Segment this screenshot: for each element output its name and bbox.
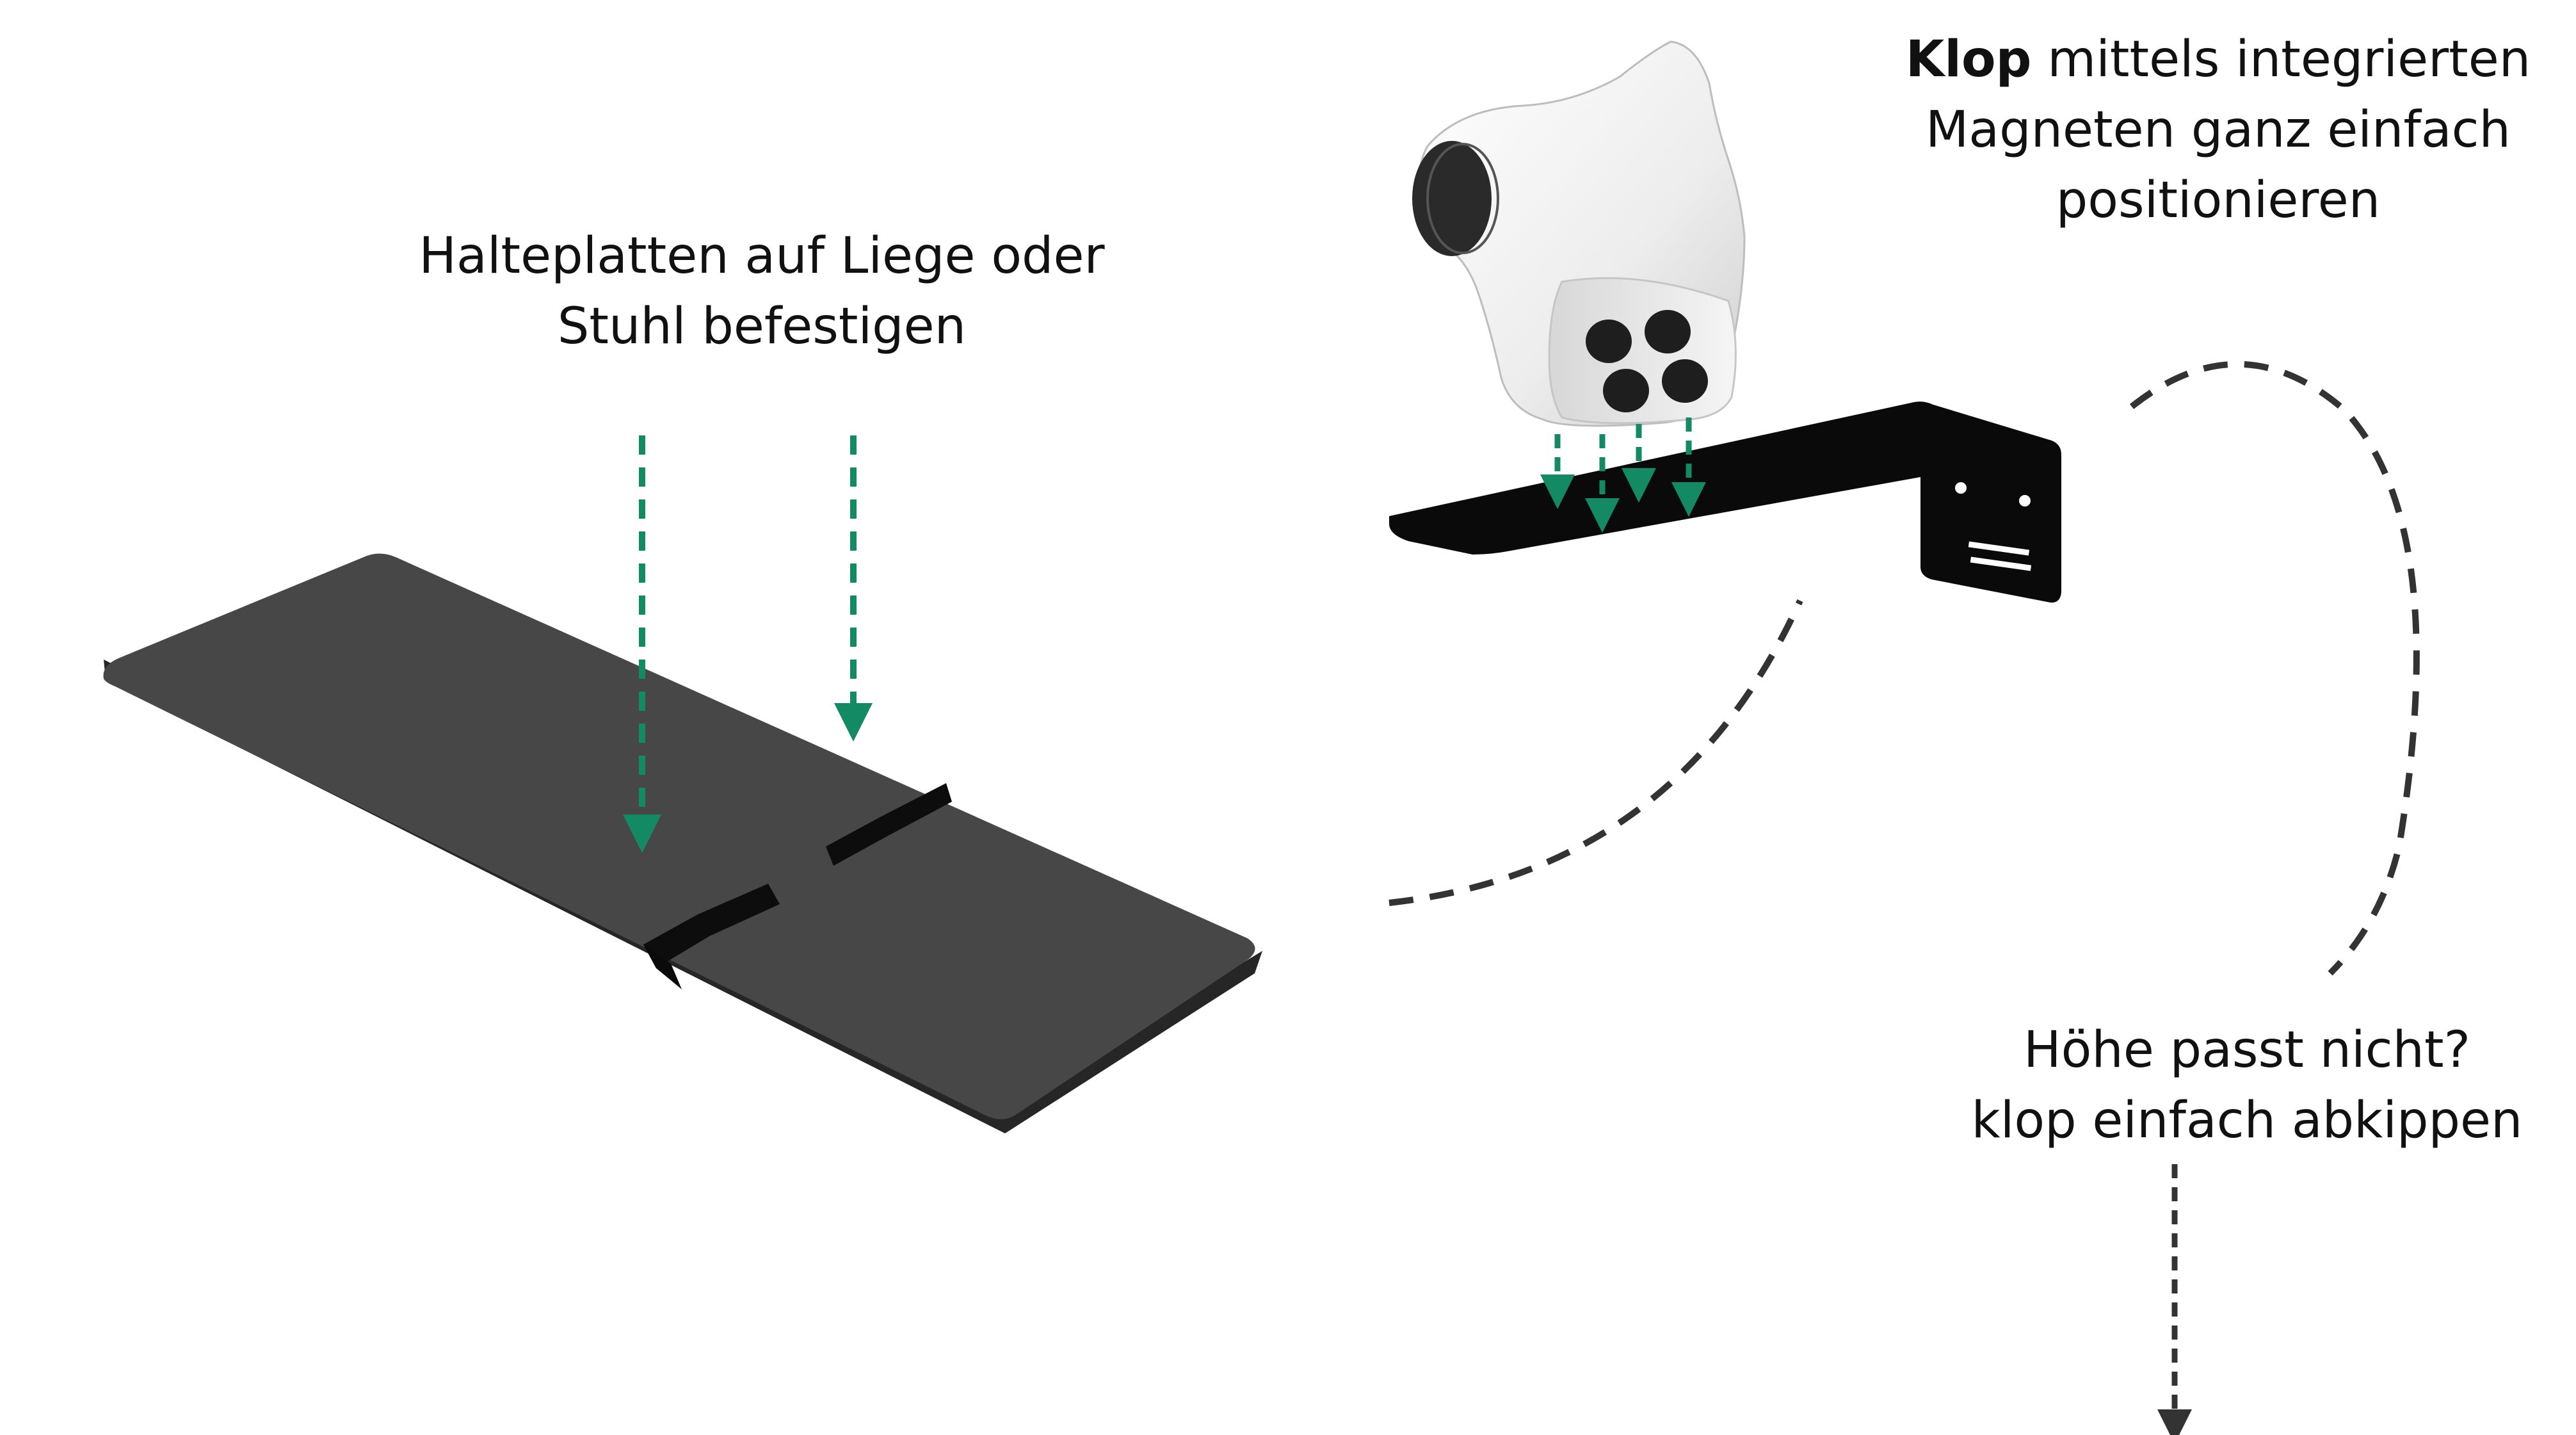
- klop-instruction-line2: Magneten ganz einfach: [1926, 101, 2511, 159]
- device-side-cap: [1412, 141, 1492, 256]
- klop-instruction-line3: positionieren: [2056, 172, 2381, 229]
- holding-bracket: [1389, 401, 2061, 603]
- bracket-hole-1: [1955, 482, 1967, 494]
- connector-curve-left: [1389, 599, 1803, 906]
- magnet-3: [1603, 369, 1649, 412]
- magnet-arrows: [1540, 418, 1706, 533]
- mount-instruction-line2: Stuhl befestigen: [557, 298, 967, 355]
- magnet-4: [1662, 359, 1708, 403]
- magnet-2: [1645, 310, 1691, 353]
- height-instruction-line1: Höhe passt nicht?: [2024, 1021, 2470, 1079]
- klop-instruction-line1-rest: mittels integrierten: [2031, 31, 2531, 88]
- mount-instruction-text: Halteplatten auf Liege oder Stuhl befest…: [397, 221, 1127, 362]
- klop-brand: Klop: [1905, 31, 2032, 88]
- bracket-arm: [1389, 401, 2061, 603]
- mount-slot-2: [643, 884, 780, 968]
- bracket-hole-2: [2019, 495, 2031, 507]
- height-instruction-text: Höhe passt nicht? klop einfach abkippen: [1946, 1015, 2548, 1156]
- klop-device: [1412, 40, 1746, 427]
- mount-slot-2-edge: [643, 945, 682, 989]
- mount-slot-1: [826, 783, 952, 866]
- device-side-cap-rim: [1426, 143, 1499, 254]
- bracket-slot-2: [1970, 556, 2032, 571]
- magnet-1: [1586, 320, 1632, 363]
- height-instruction-line2: klop einfach abkippen: [1971, 1092, 2523, 1149]
- bracket-slot-1: [1968, 541, 2030, 556]
- mount-instruction-line1: Halteplatten auf Liege oder: [419, 227, 1105, 285]
- board-top: [103, 553, 1255, 1119]
- board-plate: [103, 553, 1262, 1133]
- board-arrows: [623, 435, 873, 853]
- klop-instruction-text: Klop mittels integrierten Magneten ganz …: [1856, 24, 2576, 236]
- connector-curve-right: [2129, 361, 2420, 976]
- klop-instruction-line1: Klop mittels integrierten: [1856, 24, 2576, 95]
